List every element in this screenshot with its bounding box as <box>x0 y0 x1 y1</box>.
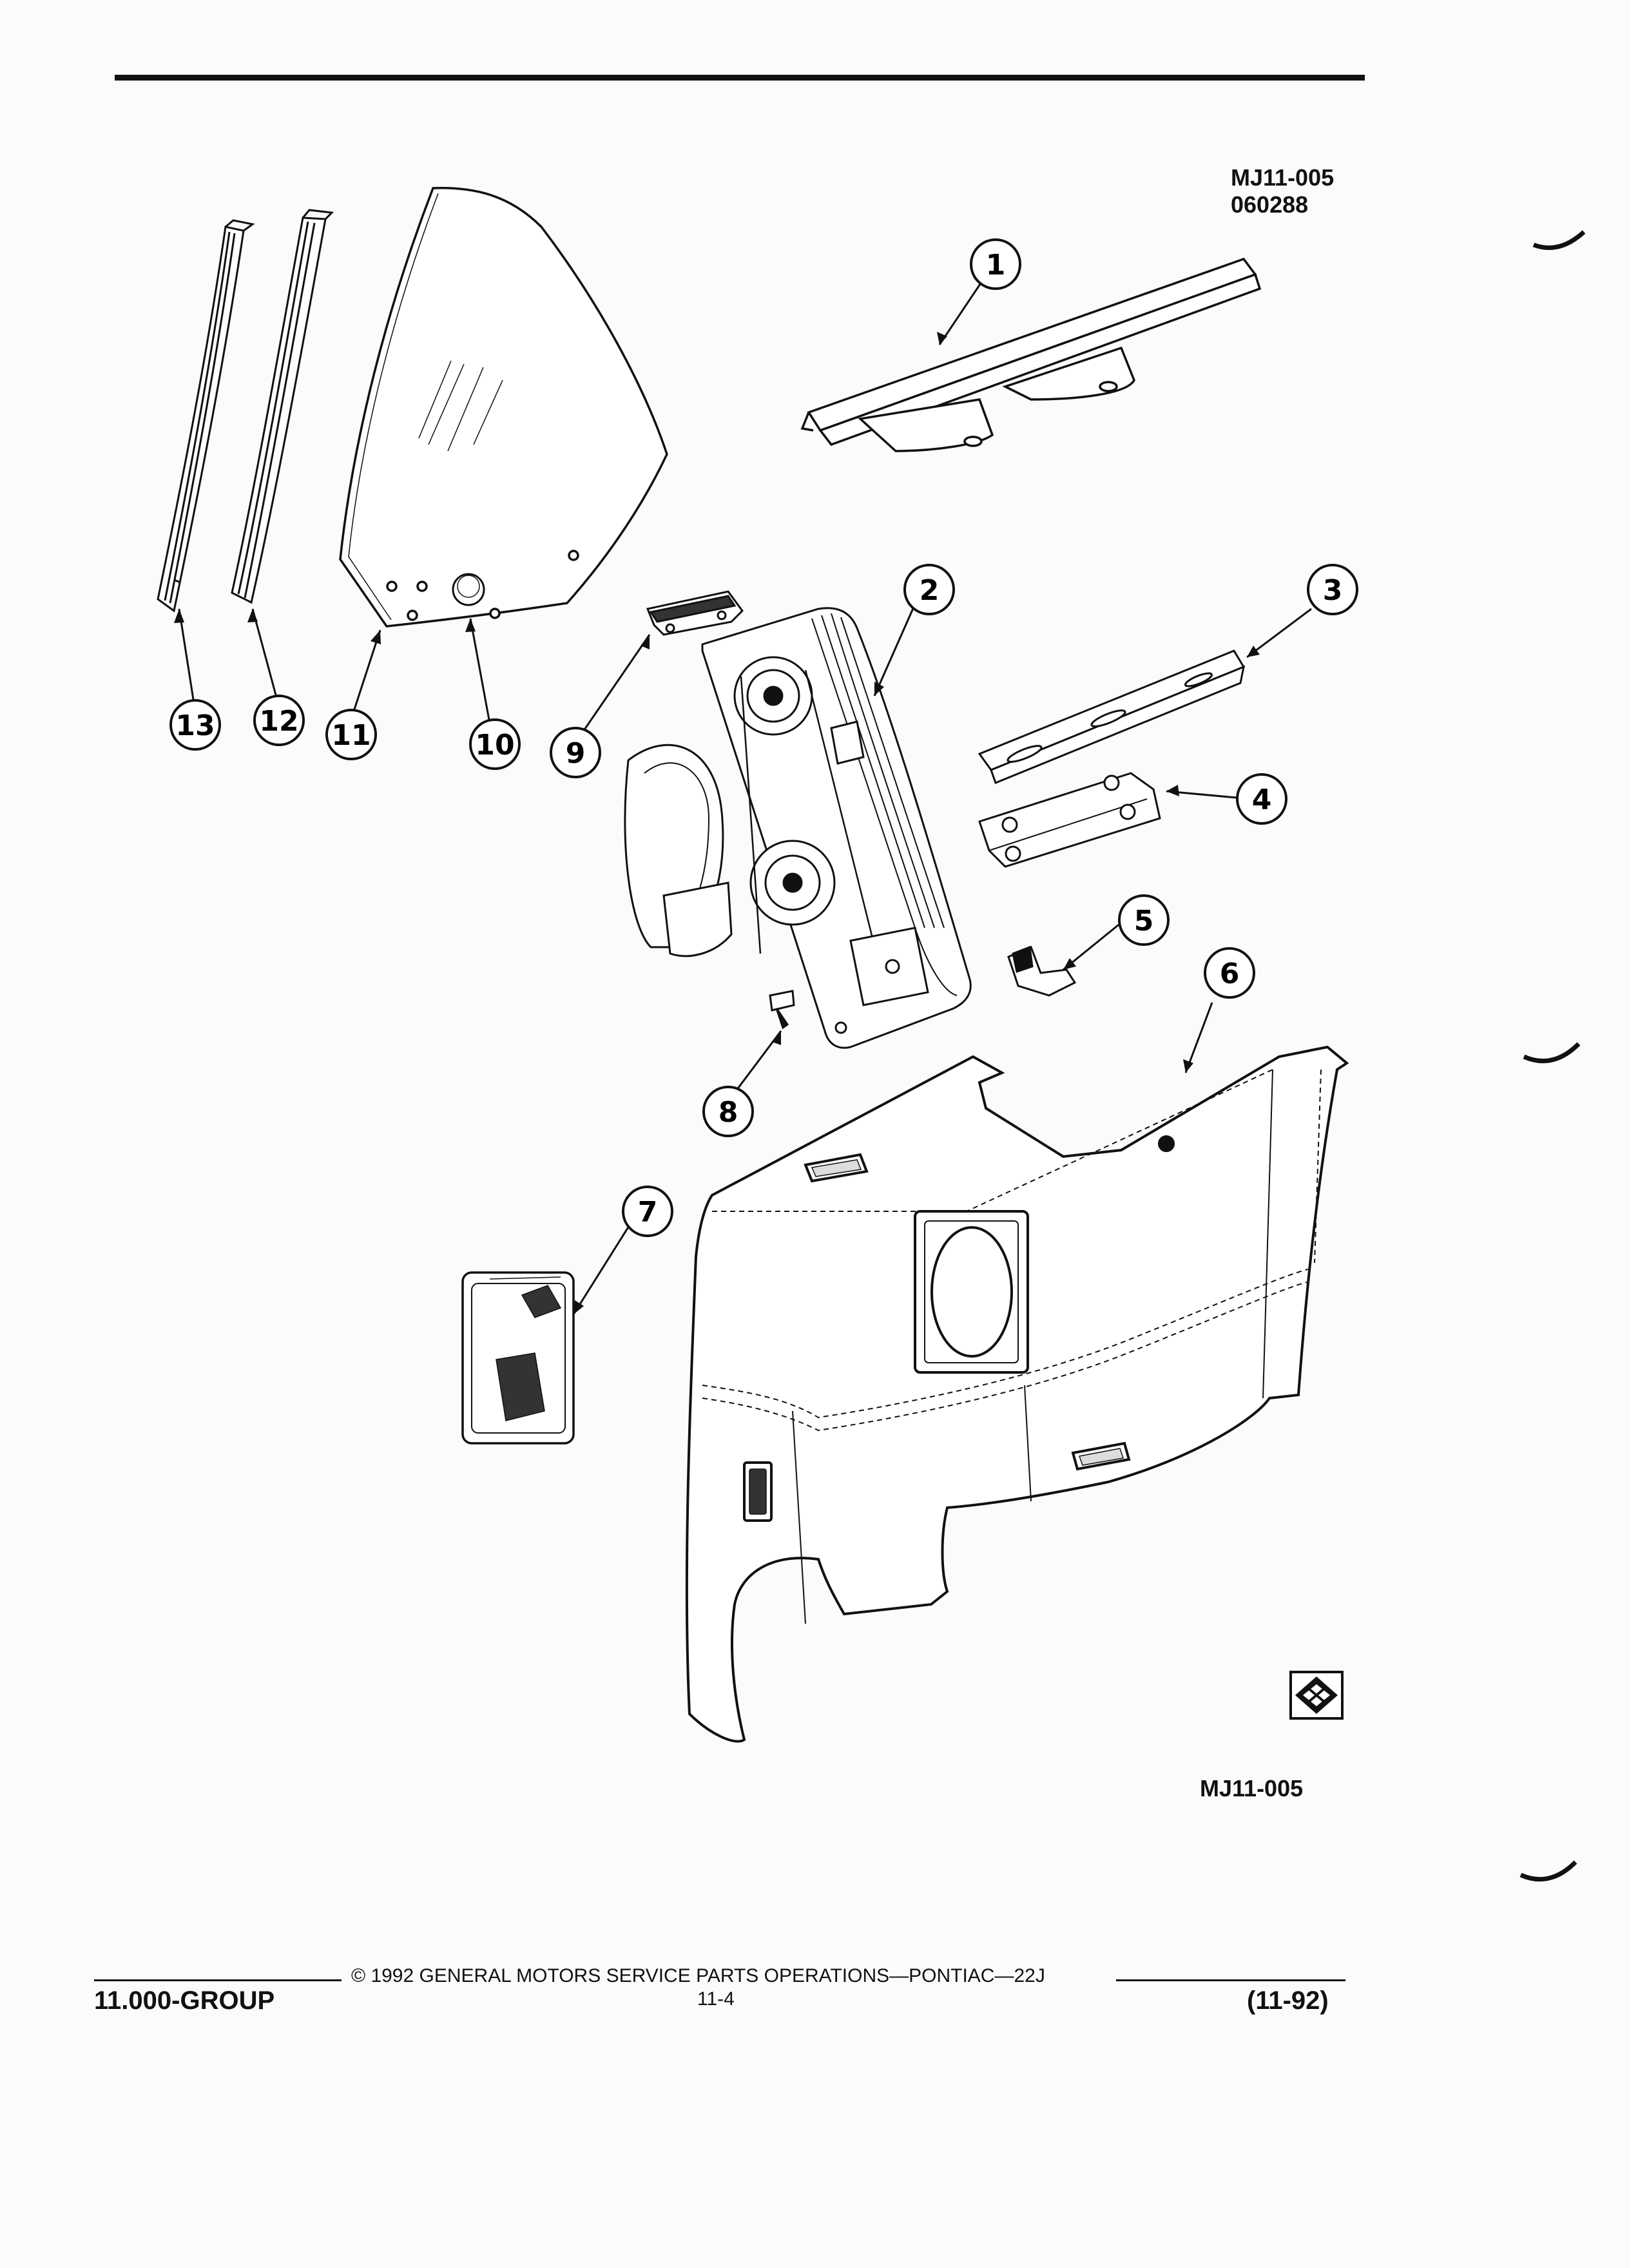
callout-9: 9 <box>550 727 601 778</box>
callout-5: 5 <box>1118 894 1170 946</box>
callout-1-label: 1 <box>986 249 1006 282</box>
leader-lines <box>178 284 1312 1315</box>
callout-6: 6 <box>1204 947 1255 999</box>
part-6-quarter-trim-panel <box>685 1045 1349 1743</box>
orientation-logo-icon <box>1289 1671 1344 1720</box>
callout-7: 7 <box>622 1186 673 1237</box>
callout-11: 11 <box>325 709 377 760</box>
part-11-window-glass <box>339 187 668 628</box>
callout-4: 4 <box>1236 773 1287 825</box>
header-code: MJ11-005 <box>1231 164 1334 191</box>
callout-12: 12 <box>253 695 305 746</box>
callout-3-label: 3 <box>1323 574 1343 607</box>
part-7-trim-pad <box>461 1271 575 1445</box>
part-9-pad <box>646 590 744 636</box>
top-rule <box>115 75 1365 81</box>
callout-10-label: 10 <box>475 729 514 762</box>
callout-11-label: 11 <box>331 719 371 752</box>
part-4-bracket <box>978 772 1161 868</box>
callout-10: 10 <box>469 718 521 770</box>
footer-rule-left <box>94 1979 342 1981</box>
figure-code: MJ11-005 <box>1200 1775 1303 1802</box>
part-10-bumper <box>452 573 485 606</box>
binding-mark <box>1519 1860 1577 1882</box>
part-8-screw <box>769 990 795 1030</box>
footer-group: 11.000-GROUP <box>94 1986 275 2015</box>
callout-3: 3 <box>1307 564 1358 615</box>
part-13-weatherstrip <box>157 219 255 613</box>
part-12-weatherstrip <box>231 209 334 604</box>
callout-6-label: 6 <box>1220 957 1240 990</box>
header-date: 060288 <box>1231 191 1308 218</box>
part-5-clip <box>1007 945 1077 997</box>
callout-8: 8 <box>702 1086 754 1137</box>
footer-page-number: 11-4 <box>697 1988 735 2010</box>
footer-rule-right <box>1116 1979 1345 1981</box>
callout-8-label: 8 <box>718 1096 738 1129</box>
callout-5-label: 5 <box>1134 905 1154 937</box>
callout-2-label: 2 <box>920 574 940 607</box>
callout-2: 2 <box>903 564 955 615</box>
part-1-window-channel <box>800 257 1262 452</box>
footer-date: (11-92) <box>1247 1986 1329 2015</box>
leader-arrowheads <box>174 332 1260 1314</box>
callout-7-label: 7 <box>638 1196 658 1229</box>
part-2-window-regulator <box>624 607 972 1049</box>
callout-12-label: 12 <box>259 705 298 738</box>
binding-mark <box>1523 1042 1581 1064</box>
callout-1: 1 <box>970 238 1021 290</box>
footer-copyright: © 1992 GENERAL MOTORS SERVICE PARTS OPER… <box>351 1965 1045 1986</box>
part-3-bracket <box>978 649 1246 784</box>
binding-mark <box>1532 230 1586 250</box>
callout-13-label: 13 <box>175 709 215 742</box>
callout-4-label: 4 <box>1252 783 1272 816</box>
callout-13: 13 <box>169 699 221 751</box>
callout-9-label: 9 <box>566 737 586 770</box>
